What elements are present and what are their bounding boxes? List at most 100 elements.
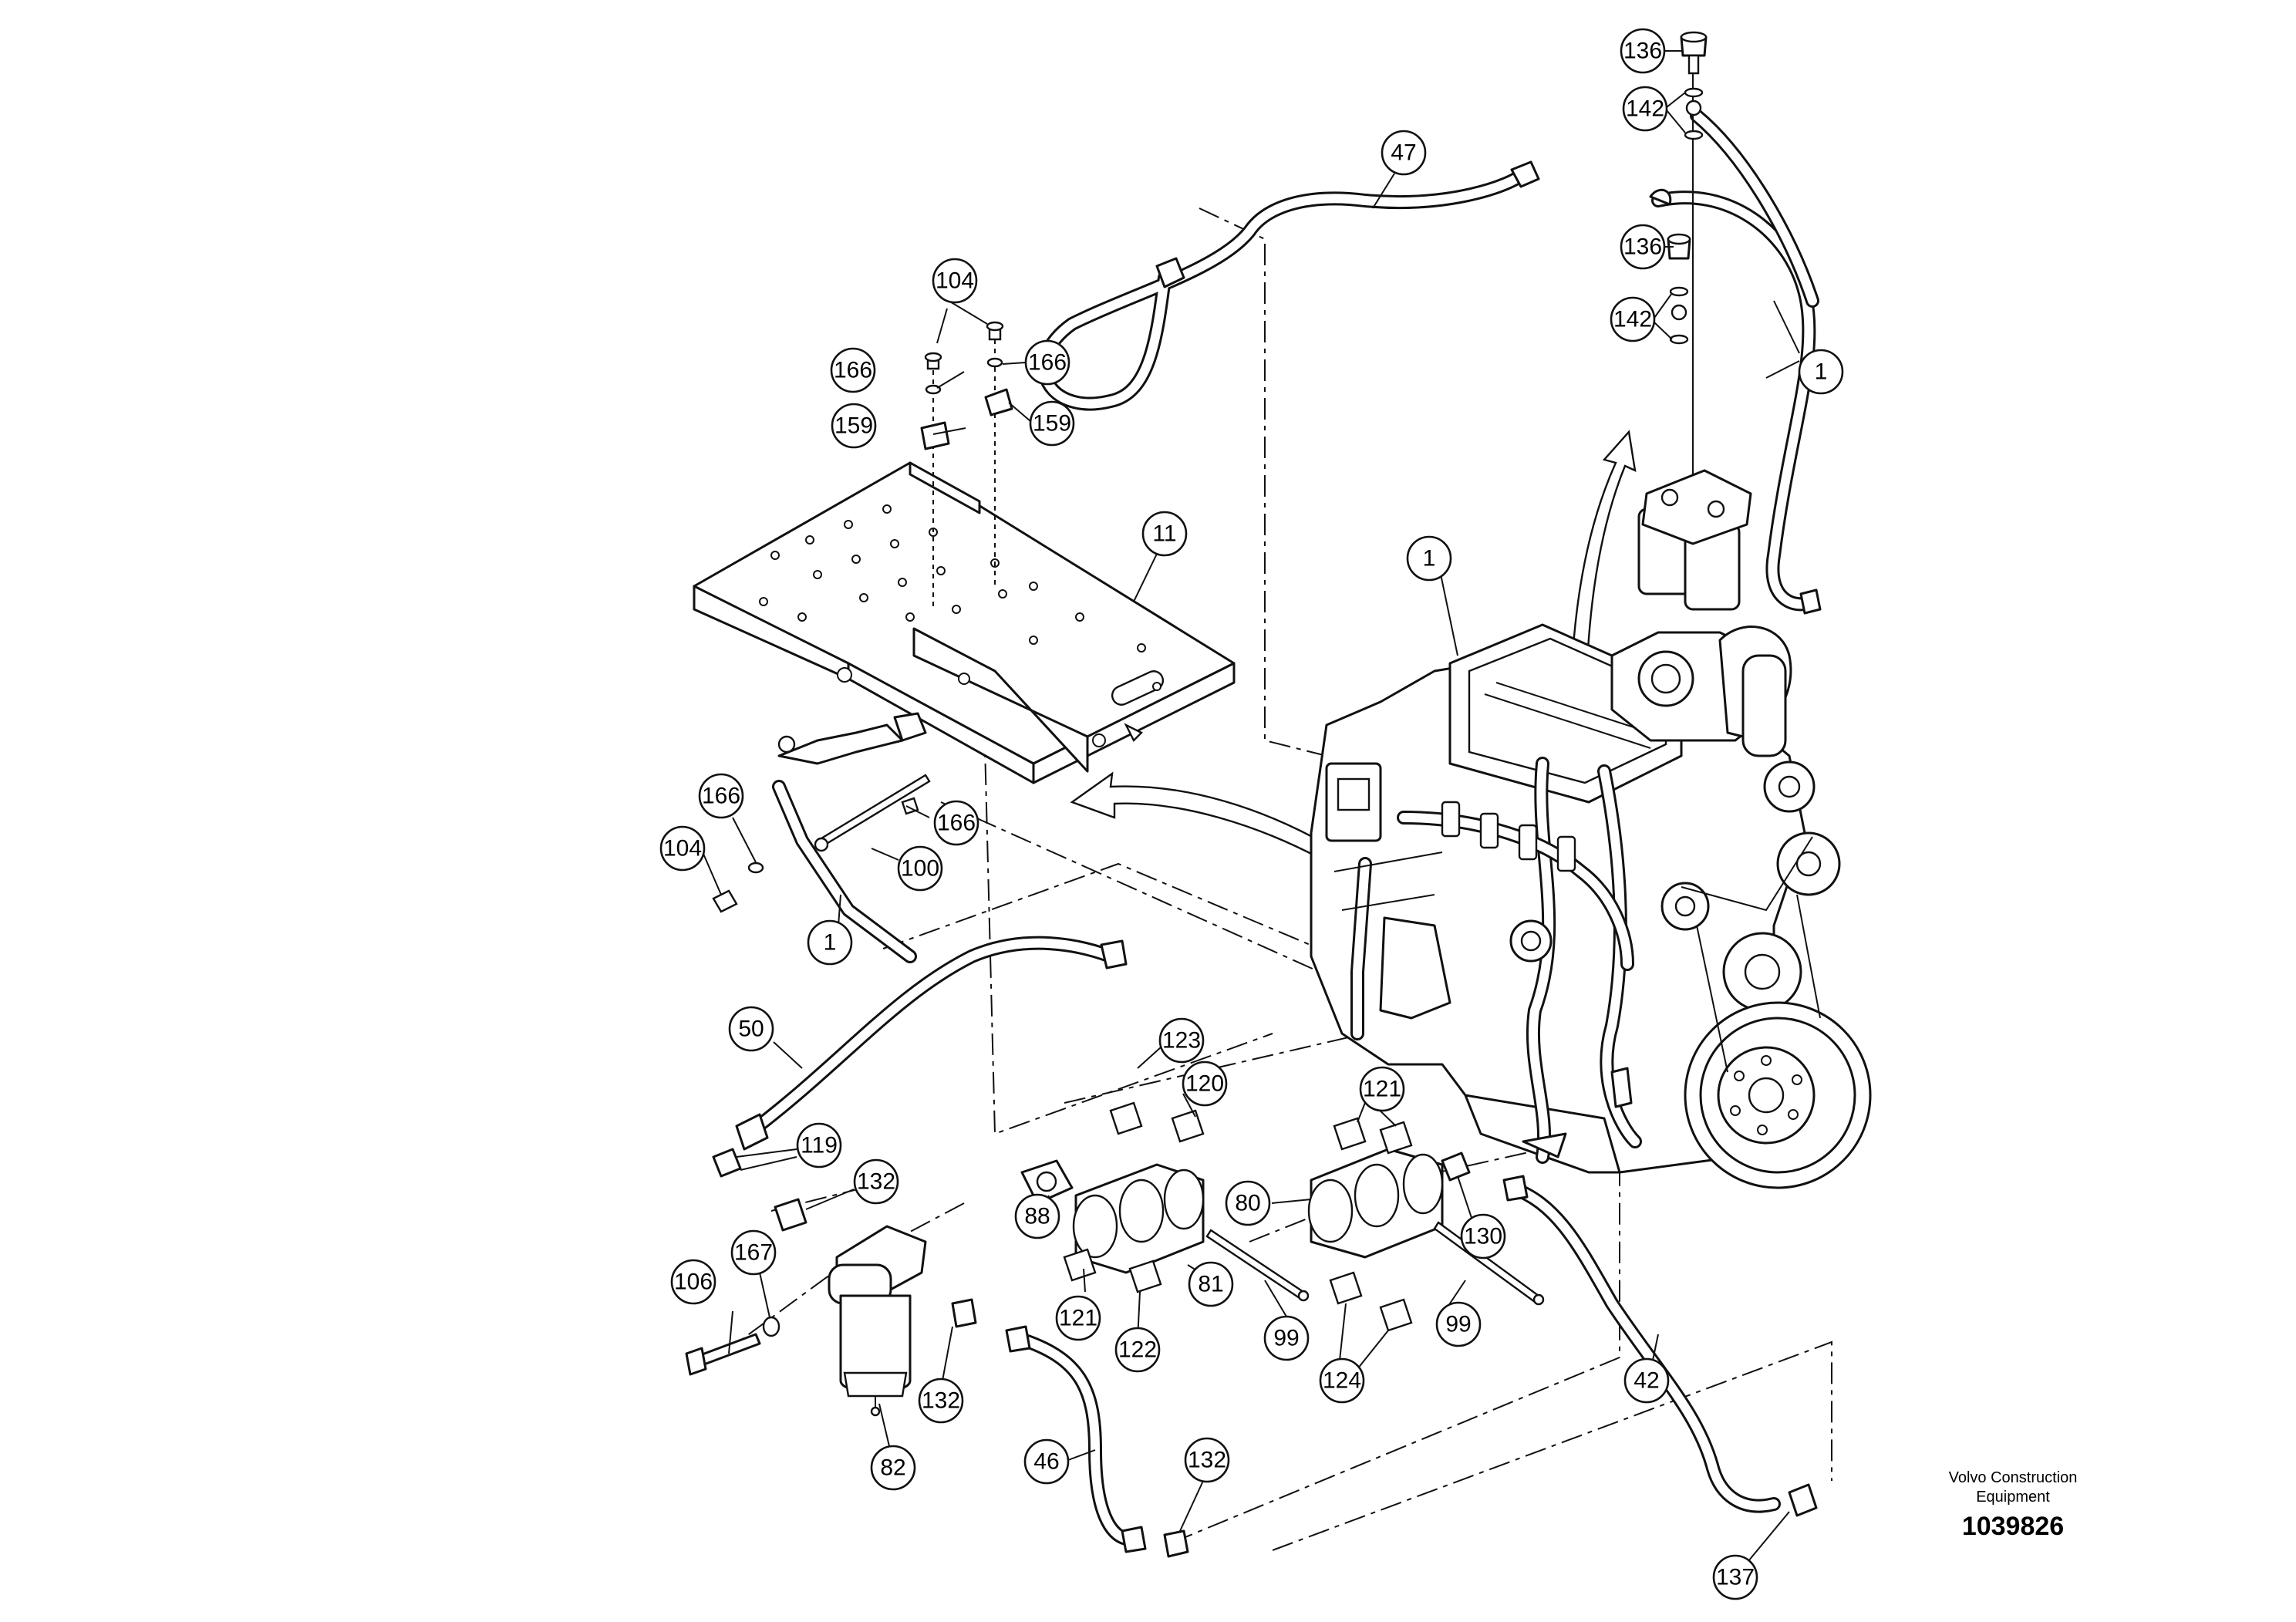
svg-text:50: 50 [738,1017,764,1042]
fuel-filter [828,1225,927,1417]
svg-text:47: 47 [1391,140,1416,166]
svg-text:104: 104 [663,836,702,862]
fitting-132-lower [951,1298,977,1328]
svg-text:132: 132 [922,1388,960,1414]
svg-text:1: 1 [824,930,837,956]
svg-text:166: 166 [702,784,740,809]
callout-104-lower: 104 [659,825,706,872]
fuel-filter-fittings [712,1148,807,1232]
svg-text:104: 104 [936,268,974,294]
twin-filter [1637,469,1752,611]
svg-text:122: 122 [1118,1337,1157,1363]
callout-1-top: 1 [1798,349,1844,395]
svg-text:159: 159 [834,413,873,439]
svg-text:121: 121 [1363,1077,1401,1102]
svg-text:132: 132 [857,1169,895,1195]
svg-text:142: 142 [1613,307,1652,332]
callout-88: 88 [1014,1193,1060,1239]
svg-text:121: 121 [1059,1306,1097,1331]
svg-text:166: 166 [1028,350,1067,376]
svg-text:106: 106 [674,1270,713,1295]
callout-99-right: 99 [1435,1301,1482,1347]
leader-lines [703,50,1800,1566]
callout-46: 46 [1023,1438,1070,1485]
hydraulic-pump-right [1307,1117,1545,1332]
callout-100: 100 [897,845,943,892]
hose-42 [1502,1175,1818,1517]
callout-42: 42 [1623,1357,1670,1404]
svg-text:81: 81 [1198,1272,1223,1297]
svg-text:159: 159 [1033,411,1071,437]
svg-text:124: 124 [1323,1368,1361,1394]
callout-159-right: 159 [1029,400,1075,447]
hose-50 [735,936,1128,1151]
callout-132-mid: 132 [918,1378,964,1424]
callout-1-engine: 1 [1406,535,1452,582]
arrow-plate [1070,771,1328,859]
svg-text:82: 82 [880,1455,905,1481]
brand-text: Volvo Construction Equipment [1948,1469,2078,1506]
callout-121-left: 121 [1055,1295,1101,1341]
svg-text:166: 166 [937,811,976,836]
hydraulic-pump-left [1020,1101,1310,1302]
callout-137: 137 [1712,1554,1758,1600]
callout-50: 50 [728,1006,774,1052]
svg-text:11: 11 [1152,521,1176,547]
callout-130: 130 [1460,1213,1506,1259]
callout-119: 119 [796,1122,842,1168]
svg-text:100: 100 [901,856,939,882]
svg-text:136: 136 [1623,39,1662,64]
svg-text:1: 1 [1815,359,1828,385]
callout-166-right: 166 [1024,339,1070,386]
callout-11: 11 [1141,511,1188,557]
callout-166-lower-right: 166 [933,800,979,846]
hose-47 [1037,160,1540,411]
callout-166-lower-left: 166 [698,773,744,819]
callout-120: 120 [1182,1061,1228,1107]
svg-text:132: 132 [1188,1448,1226,1473]
callout-47: 47 [1381,130,1427,176]
callout-124: 124 [1319,1357,1365,1404]
callout-132-upper: 132 [853,1158,899,1205]
svg-text:119: 119 [801,1133,838,1158]
callout-142-top: 142 [1622,86,1668,132]
callout-80: 80 [1225,1180,1271,1226]
svg-text:137: 137 [1716,1565,1755,1590]
callout-136-top: 136 [1620,28,1666,74]
callout-142-mid: 142 [1610,296,1656,342]
callout-104-top: 104 [932,258,978,304]
pipe-left [712,712,931,963]
callout-99-left: 99 [1263,1315,1310,1361]
svg-text:88: 88 [1024,1204,1050,1229]
callout-81: 81 [1188,1261,1234,1307]
document-number: 1039826 [1961,1512,2065,1541]
callout-121-right: 121 [1359,1066,1405,1112]
svg-text:99: 99 [1273,1326,1299,1351]
svg-text:166: 166 [834,358,872,383]
svg-text:80: 80 [1235,1191,1260,1216]
svg-text:42: 42 [1633,1368,1659,1394]
engine [1310,623,1872,1189]
svg-text:46: 46 [1033,1449,1059,1475]
svg-text:136: 136 [1623,234,1662,260]
svg-text:1: 1 [1423,546,1436,572]
callout-136-mid: 136 [1620,224,1666,270]
svg-text:99: 99 [1445,1312,1471,1337]
callout-122: 122 [1114,1327,1161,1373]
svg-text:167: 167 [734,1240,773,1266]
fitting-130 [1441,1152,1471,1182]
hose-46 [1005,1325,1189,1558]
banjo-bolts [1667,31,1708,494]
callout-1-pipe: 1 [807,919,853,966]
plate-fasteners [920,321,1013,609]
callout-132-lower: 132 [1184,1437,1230,1483]
svg-text:123: 123 [1162,1028,1201,1054]
callout-106: 106 [670,1259,716,1305]
svg-text:120: 120 [1185,1071,1224,1097]
callout-167: 167 [730,1229,777,1276]
mounting-plate [693,461,1236,784]
svg-text:142: 142 [1626,96,1664,122]
callout-166-left: 166 [830,347,876,393]
callout-159-left: 159 [831,403,877,449]
